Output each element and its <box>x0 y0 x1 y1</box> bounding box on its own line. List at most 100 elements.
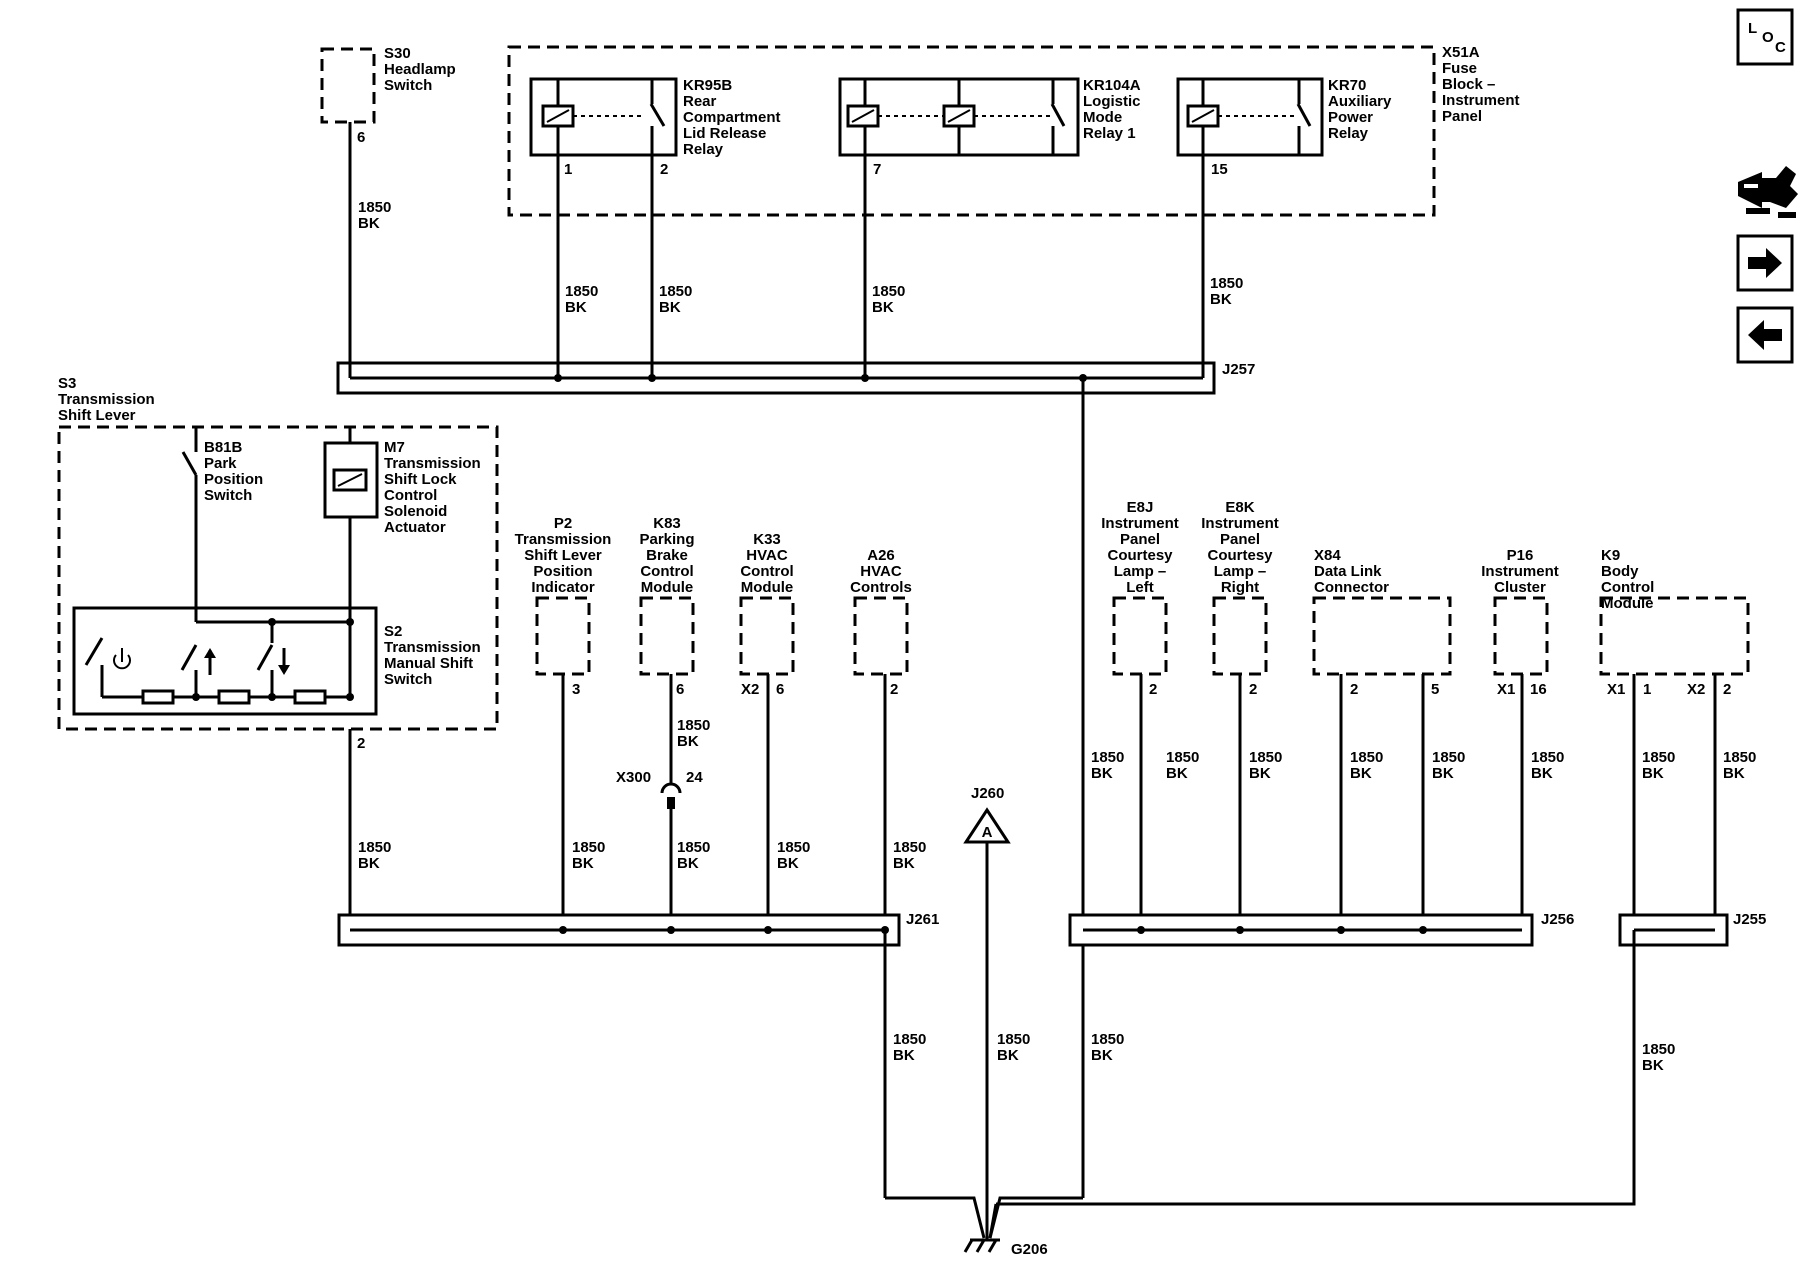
svg-text:BK: BK <box>1210 291 1232 308</box>
svg-text:Mode: Mode <box>1083 109 1122 126</box>
svg-text:Rear: Rear <box>683 93 717 110</box>
svg-text:1850: 1850 <box>659 283 692 300</box>
connector-view-button[interactable] <box>1738 166 1798 218</box>
svg-text:Relay: Relay <box>683 141 724 158</box>
next-arrow-icon <box>1748 248 1782 278</box>
svg-text:1850: 1850 <box>872 283 905 300</box>
svg-text:Lamp –: Lamp – <box>1114 563 1167 580</box>
svg-text:X300: X300 <box>616 769 651 786</box>
svg-text:Data Link: Data Link <box>1314 563 1382 580</box>
svg-text:A26: A26 <box>867 547 895 564</box>
svg-text:6: 6 <box>776 681 784 698</box>
svg-text:Switch: Switch <box>384 77 432 94</box>
ground-icon <box>963 1238 1000 1253</box>
connector-view-icon <box>1738 166 1798 218</box>
svg-text:1: 1 <box>564 161 572 178</box>
k33-hvac-control-module: K33 HVAC Control Module X2 6 <box>739 531 795 930</box>
svg-text:Control: Control <box>640 563 693 580</box>
svg-text:K83: K83 <box>653 515 681 532</box>
x84-data-link-connector: X84 Data Link Connector 2 5 <box>1312 547 1452 930</box>
svg-text:1850: 1850 <box>1210 275 1243 292</box>
svg-text:Brake: Brake <box>646 547 688 564</box>
svg-text:Park: Park <box>204 455 237 472</box>
svg-text:X2: X2 <box>1687 681 1705 698</box>
g206-ground: G206 <box>963 1238 1048 1258</box>
svg-text:Control: Control <box>384 487 437 504</box>
back-arrow-icon <box>1748 320 1782 350</box>
svg-text:1850: 1850 <box>572 839 605 856</box>
svg-text:S30: S30 <box>384 45 411 62</box>
j257-splice-pack: J257 <box>336 361 1255 395</box>
kr70-relay: KR70 Auxiliary Power Relay 15 <box>1176 77 1392 178</box>
s3-transmission-shift-lever: S3 Transmission Shift Lever <box>57 375 499 731</box>
svg-text:J260: J260 <box>971 785 1004 802</box>
e8k-courtesy-lamp-right: E8K Instrument Panel Courtesy Lamp – Rig… <box>1201 499 1279 930</box>
svg-text:Transmission: Transmission <box>58 391 155 408</box>
svg-text:J256: J256 <box>1541 911 1574 928</box>
svg-text:BK: BK <box>659 299 681 316</box>
svg-text:Fuse: Fuse <box>1442 60 1477 77</box>
svg-text:S2: S2 <box>384 623 402 640</box>
s2-manual-shift-switch: S2 Transmission Manual Shift Switch 2 <box>72 606 481 752</box>
svg-text:Left: Left <box>1126 579 1154 596</box>
svg-text:15: 15 <box>1211 161 1228 178</box>
svg-text:2: 2 <box>660 161 668 178</box>
svg-text:1850: 1850 <box>1432 749 1465 766</box>
svg-text:BK: BK <box>358 855 380 872</box>
svg-text:Transmission: Transmission <box>384 639 481 656</box>
svg-text:X51A: X51A <box>1442 44 1480 61</box>
e8j-courtesy-lamp-left: E8J Instrument Panel Courtesy Lamp – Lef… <box>1101 499 1179 930</box>
svg-text:Transmission: Transmission <box>515 531 612 548</box>
svg-text:Module: Module <box>641 579 694 596</box>
up-arrow-icon <box>204 648 216 675</box>
svg-text:E8K: E8K <box>1225 499 1254 516</box>
svg-text:Instrument: Instrument <box>1442 92 1520 109</box>
svg-text:P16: P16 <box>1507 547 1534 564</box>
svg-text:Instrument: Instrument <box>1201 515 1279 532</box>
svg-text:Power: Power <box>1328 109 1373 126</box>
svg-text:6: 6 <box>357 129 365 146</box>
k9-body-control-module: K9 Body Control Module X1 1 X2 2 <box>1599 547 1750 930</box>
next-button[interactable] <box>1736 234 1794 292</box>
svg-text:HVAC: HVAC <box>860 563 902 580</box>
svg-text:Lamp –: Lamp – <box>1214 563 1267 580</box>
svg-text:Instrument: Instrument <box>1481 563 1559 580</box>
svg-text:Position: Position <box>204 471 263 488</box>
j256-splice-pack: J256 <box>1068 911 1574 947</box>
x51a-fuse-block: X51A Fuse Block – Instrument Panel <box>507 44 1520 217</box>
loc-button[interactable]: L O C <box>1736 8 1794 66</box>
svg-text:M7: M7 <box>384 439 405 456</box>
svg-text:BK: BK <box>677 855 699 872</box>
x300-inline-connector: X300 24 <box>616 769 703 809</box>
svg-text:Courtesy: Courtesy <box>1107 547 1173 564</box>
j255-ground-wire <box>996 930 1636 1206</box>
svg-text:1850: 1850 <box>1723 749 1756 766</box>
b81b-park-position-switch: B81B Park Position Switch <box>181 427 263 622</box>
svg-text:2: 2 <box>1249 681 1257 698</box>
kr104a-relay: KR104A Logistic Mode Relay 1 7 <box>838 77 1141 178</box>
svg-text:1850: 1850 <box>893 839 926 856</box>
svg-text:Switch: Switch <box>204 487 252 504</box>
svg-text:BK: BK <box>1723 765 1745 782</box>
m7-shift-lock-solenoid: M7 Transmission Shift Lock Control Solen… <box>323 427 481 696</box>
svg-text:2: 2 <box>890 681 898 698</box>
svg-text:X84: X84 <box>1314 547 1341 564</box>
svg-text:Switch: Switch <box>384 671 432 688</box>
svg-text:X1: X1 <box>1497 681 1515 698</box>
k83-parking-brake-module: K83 Parking Brake Control Module 6 <box>639 515 695 930</box>
svg-text:1850: 1850 <box>1091 749 1124 766</box>
svg-text:Manual Shift: Manual Shift <box>384 655 473 672</box>
svg-text:BK: BK <box>1091 1047 1113 1064</box>
svg-text:Lid Release: Lid Release <box>683 125 766 142</box>
svg-text:S3: S3 <box>58 375 76 392</box>
svg-text:Auxiliary: Auxiliary <box>1328 93 1392 110</box>
svg-text:1: 1 <box>1643 681 1651 698</box>
svg-text:Courtesy: Courtesy <box>1207 547 1273 564</box>
svg-text:A: A <box>982 824 993 841</box>
j255-splice-pack: J255 <box>1618 911 1766 947</box>
svg-text:BK: BK <box>1249 765 1271 782</box>
svg-text:Shift Lock: Shift Lock <box>384 471 457 488</box>
svg-text:BK: BK <box>893 1047 915 1064</box>
back-button[interactable] <box>1736 306 1794 364</box>
top-wires <box>348 122 1205 378</box>
